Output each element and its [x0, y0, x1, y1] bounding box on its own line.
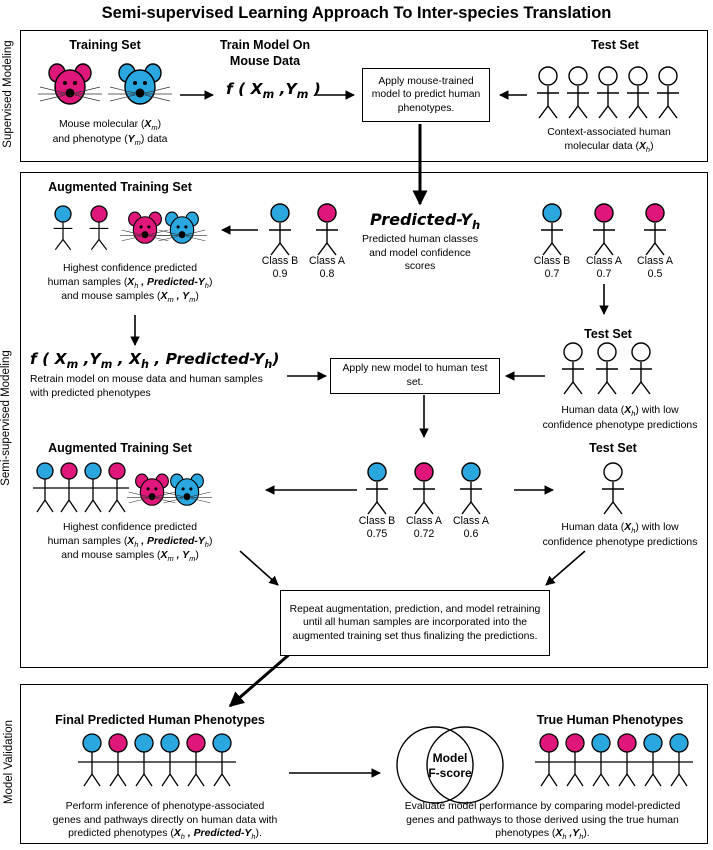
- retrain-model-formula: f ( Xm ,Ym , Xh , Predicted-Yh): [30, 350, 280, 372]
- mouse-head-icon: [107, 63, 173, 105]
- augmented-desc-1: Highest confidence predicted human sampl…: [47, 263, 213, 305]
- augmented-desc-2: Highest confidence predicted human sampl…: [47, 522, 213, 564]
- supervised-panel: [20, 30, 708, 162]
- mouse-data-caption: Mouse molecular (Xm) and phenotype (Ym) …: [52, 119, 168, 147]
- venn-diagram-icon: [396, 726, 504, 804]
- mouse-head-icon: [37, 63, 103, 105]
- augmented-training-set-heading-2: Augmented Training Set: [48, 441, 192, 455]
- predicted-yh-heading: Predicted-Yh: [370, 210, 481, 233]
- mouse-model-formula: f ( Xm ,Ym ): [226, 80, 321, 102]
- validation-panel: [20, 684, 708, 844]
- semi-supervised-panel: [20, 172, 708, 668]
- predicted-desc: Predicted human classes and model confid…: [361, 234, 479, 273]
- augmented-training-set-heading-1: Augmented Training Set: [48, 180, 192, 194]
- test-set-heading-2: Test Set: [584, 327, 632, 341]
- evaluate-caption: Evaluate model performance by comparing …: [404, 801, 681, 842]
- test-set-heading-3: Test Set: [589, 441, 637, 455]
- apply-mouse-model-box: Apply mouse-trained model to predict hum…: [362, 68, 490, 122]
- context-human-caption: Context-associated human molecular data …: [547, 127, 671, 154]
- apply-new-model-box: Apply new model to human test set.: [330, 358, 500, 394]
- retrain-desc: Retrain model on mouse data and human sa…: [30, 374, 263, 399]
- human-low-confidence-2: Human data (Xh) with low confidence phen…: [542, 522, 698, 548]
- test-set-heading: Test Set: [591, 38, 639, 52]
- training-set-heading: Training Set: [69, 38, 141, 52]
- human-low-confidence-1: Human data (Xh) with low confidence phen…: [542, 405, 698, 431]
- final-predicted-heading: Final Predicted Human Phenotypes: [55, 713, 265, 727]
- repeat-augmentation-box: Repeat augmentation, prediction, and mod…: [280, 590, 550, 656]
- inference-caption: Perform inference of phenotype-associate…: [52, 801, 278, 842]
- true-phenotypes-heading: True Human Phenotypes: [536, 713, 684, 727]
- stick-figure-icon: [536, 66, 680, 119]
- linked-figures-icon: [33, 462, 129, 513]
- page-title: Semi-supervised Learning Approach To Int…: [101, 4, 612, 22]
